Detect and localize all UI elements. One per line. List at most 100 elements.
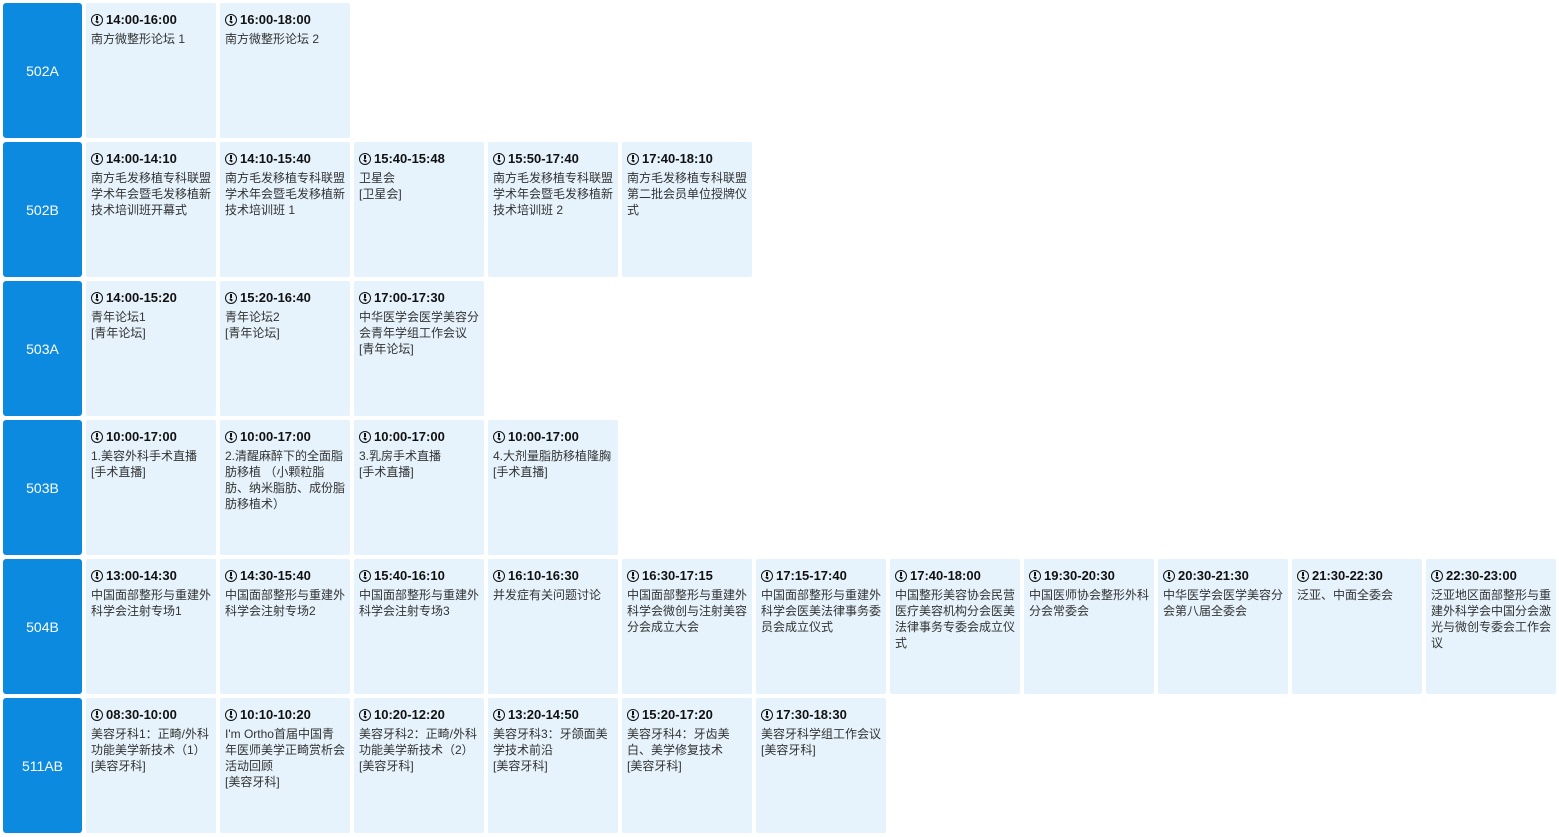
session-time: 13:20-14:50 xyxy=(493,707,613,723)
clock-icon xyxy=(359,431,371,443)
session-tag: [手术直播] xyxy=(91,465,146,479)
room-row: 511AB 08:30-10:00 美容牙科1：正畸/外科功能美学新技术（1） [美容… xyxy=(3,698,1556,833)
clock-icon xyxy=(1297,570,1309,582)
session-time-text: 14:30-15:40 xyxy=(240,568,311,583)
clock-icon xyxy=(1029,570,1041,582)
session-title: I'm Ortho首届中国青年医师美学正畸赏析会活动回顾 xyxy=(225,727,346,773)
session-time: 17:00-17:30 xyxy=(359,290,479,306)
session-card[interactable]: 19:30-20:30 中国医师协会整形外科分会常委会 xyxy=(1024,559,1154,694)
room-label: 511AB xyxy=(3,698,82,833)
session-time-text: 22:30-23:00 xyxy=(1446,568,1517,583)
session-time: 14:00-14:10 xyxy=(91,151,211,167)
session-tag: [手术直播] xyxy=(359,465,414,479)
session-time: 15:20-17:20 xyxy=(627,707,747,723)
session-time: 21:30-22:30 xyxy=(1297,568,1417,584)
session-title: 中国医师协会整形外科分会常委会 xyxy=(1029,588,1150,618)
session-title: 4.大剂量脂肪移植隆胸 xyxy=(493,449,612,463)
session-title: 南方毛发移植专科联盟学术年会暨毛发移植新技术培训班 1 xyxy=(225,171,346,217)
session-title: 美容牙科1：正畸/外科功能美学新技术（1） xyxy=(91,727,210,757)
session-time: 16:10-16:30 xyxy=(493,568,613,584)
session-tag: [美容牙科] xyxy=(225,775,280,789)
session-time-text: 15:40-16:10 xyxy=(374,568,445,583)
session-time: 16:30-17:15 xyxy=(627,568,747,584)
session-time-text: 17:00-17:30 xyxy=(374,290,445,305)
clock-icon xyxy=(359,292,371,304)
clock-icon xyxy=(761,570,773,582)
clock-icon xyxy=(225,431,237,443)
session-time-text: 15:20-17:20 xyxy=(642,707,713,722)
session-card[interactable]: 14:10-15:40 南方毛发移植专科联盟学术年会暨毛发移植新技术培训班 1 xyxy=(220,142,350,277)
session-card[interactable]: 10:00-17:00 4.大剂量脂肪移植隆胸 [手术直播] xyxy=(488,420,618,555)
session-time-text: 13:20-14:50 xyxy=(508,707,579,722)
clock-icon xyxy=(493,570,505,582)
session-tag: [手术直播] xyxy=(493,465,548,479)
session-time: 17:15-17:40 xyxy=(761,568,881,584)
session-time-text: 14:00-14:10 xyxy=(106,151,177,166)
session-time-text: 21:30-22:30 xyxy=(1312,568,1383,583)
session-time: 13:00-14:30 xyxy=(91,568,211,584)
clock-icon xyxy=(627,153,639,165)
session-card[interactable]: 10:00-17:00 2.清醒麻醉下的全面脂肪移植 （小颗粒脂肪、纳米脂肪、成份… xyxy=(220,420,350,555)
session-time-text: 15:20-16:40 xyxy=(240,290,311,305)
session-time: 14:00-16:00 xyxy=(91,12,211,28)
session-time: 10:00-17:00 xyxy=(493,429,613,445)
session-time: 08:30-10:00 xyxy=(91,707,211,723)
session-time: 10:00-17:00 xyxy=(225,429,345,445)
session-time: 10:10-10:20 xyxy=(225,707,345,723)
session-time: 15:20-16:40 xyxy=(225,290,345,306)
clock-icon xyxy=(91,431,103,443)
session-time: 15:40-16:10 xyxy=(359,568,479,584)
session-tag: [青年论坛] xyxy=(91,326,146,340)
session-title: 南方微整形论坛 1 xyxy=(91,32,186,46)
session-time: 10:20-12:20 xyxy=(359,707,479,723)
room-label: 504B xyxy=(3,559,82,694)
session-time-text: 15:40-15:48 xyxy=(374,151,445,166)
session-tag: [美容牙科] xyxy=(493,759,548,773)
clock-icon xyxy=(91,709,103,721)
session-title: 2.清醒麻醉下的全面脂肪移植 （小颗粒脂肪、纳米脂肪、成份脂肪移植术） xyxy=(225,449,346,511)
clock-icon xyxy=(225,570,237,582)
clock-icon xyxy=(91,570,103,582)
session-time-text: 10:00-17:00 xyxy=(374,429,445,444)
session-title: 中华医学会医学美容分会第八届全委会 xyxy=(1163,588,1284,618)
session-time: 10:00-17:00 xyxy=(91,429,211,445)
clock-icon xyxy=(493,709,505,721)
session-time: 15:40-15:48 xyxy=(359,151,479,167)
session-time: 14:10-15:40 xyxy=(225,151,345,167)
session-time-text: 19:30-20:30 xyxy=(1044,568,1115,583)
session-title: 中华医学会医学美容分会青年学组工作会议 xyxy=(359,310,480,340)
clock-icon xyxy=(225,14,237,26)
session-card[interactable]: 14:00-16:00 南方微整形论坛 1 xyxy=(86,3,216,138)
